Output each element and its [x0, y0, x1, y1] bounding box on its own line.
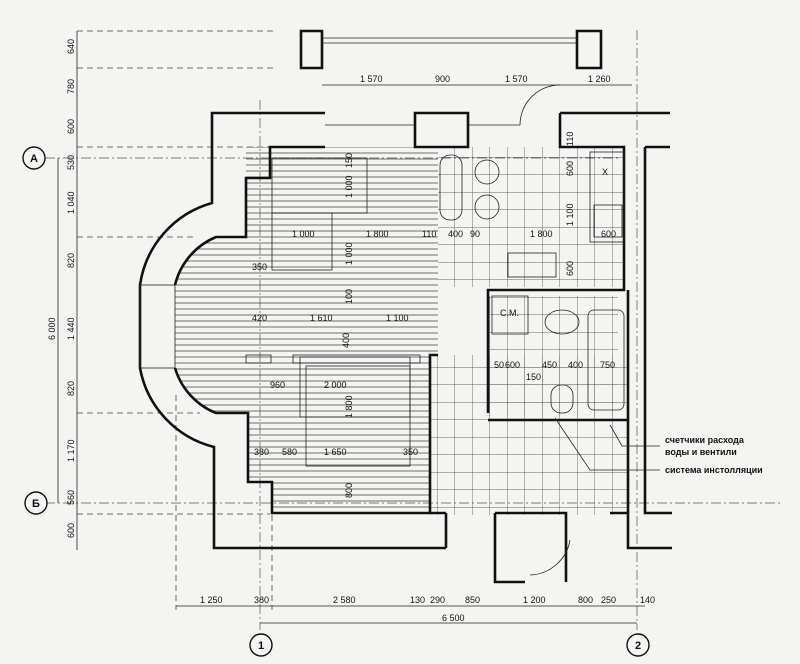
hood-mark: X	[602, 167, 608, 177]
dim-label: 420	[252, 313, 267, 323]
axis-marker-b: Б	[24, 491, 48, 515]
dim-label: 1 800	[530, 229, 553, 239]
dim-label: 290	[430, 595, 445, 605]
dim-label: 1 100	[386, 313, 409, 323]
dim-label: 1 650	[324, 447, 347, 457]
axis-label: Б	[32, 498, 40, 510]
dim-label: 530	[66, 155, 76, 170]
dim-label: 450	[542, 360, 557, 370]
dimensions-left: 640 780 600 530 1 040 820 1 440 820 1 17…	[47, 39, 76, 538]
dim-label: 1 040	[66, 191, 76, 214]
dim-label: 600	[66, 523, 76, 538]
dim-label: 750	[600, 360, 615, 370]
dim-label: 140	[640, 595, 655, 605]
dim-label: 400	[448, 229, 463, 239]
furniture	[245, 151, 660, 471]
dim-label: 780	[66, 79, 76, 94]
axis-marker-1: 1	[249, 633, 273, 657]
dim-label: 640	[66, 39, 76, 54]
dim-label: 1 800	[366, 229, 389, 239]
dim-label: 110	[565, 132, 575, 146]
dim-label: 150	[344, 153, 354, 168]
dim-label: 1 610	[310, 313, 333, 323]
dim-label: 820	[66, 253, 76, 268]
dim-label: 960	[270, 380, 285, 390]
axis-marker-2: 2	[626, 633, 650, 657]
washing-machine-label: С.М.	[500, 308, 519, 318]
dim-label: 2 580	[333, 595, 356, 605]
meters-note: счетчики расхода	[665, 435, 745, 445]
dim-label: 1 170	[66, 439, 76, 462]
dim-label: 150	[526, 372, 541, 382]
dim-label: 600	[565, 261, 575, 276]
dim-label: 1 260	[588, 74, 611, 84]
dim-label: 100	[344, 289, 354, 304]
dim-label: 820	[66, 381, 76, 396]
grid-lines	[45, 30, 780, 630]
dim-label: 580	[282, 447, 297, 457]
dim-label: 400	[568, 360, 583, 370]
axis-marker-a: А	[22, 146, 46, 170]
dim-label: 130	[410, 595, 425, 605]
walls	[138, 29, 672, 584]
dim-label: 800	[578, 595, 593, 605]
dimensions-bedroom: 960 2 000 1 800 380 580 1 650 350 800	[254, 380, 418, 498]
dim-label: 1 100	[565, 203, 575, 226]
dim-label: 1 570	[360, 74, 383, 84]
dim-label: 600	[66, 119, 76, 134]
dim-label: 800	[344, 483, 354, 498]
dim-label: 1 000	[344, 242, 354, 265]
dim-label: 1 800	[344, 395, 354, 418]
dim-label: 50	[494, 360, 504, 370]
dim-label: 600	[505, 360, 520, 370]
installation-note: система инстолляции	[665, 465, 763, 475]
dim-label: 1 250	[200, 595, 223, 605]
meters-note: воды и вентили	[665, 447, 737, 457]
dim-label: 600	[601, 229, 616, 239]
dim-label: 1 440	[66, 317, 76, 340]
dim-label: 850	[465, 595, 480, 605]
dim-label: 350	[252, 262, 267, 272]
axis-label: 2	[635, 640, 641, 652]
axis-label: 1	[258, 640, 264, 652]
dim-label: 560	[66, 490, 76, 505]
dim-label: 1 570	[505, 74, 528, 84]
dim-total-label: 6 500	[442, 613, 465, 623]
dim-label: 380	[254, 447, 269, 457]
dim-label: 110	[422, 229, 436, 239]
dimensions-top: 1 570 900 1 570 1 260	[360, 74, 611, 84]
dim-label: 1 000	[344, 175, 354, 198]
dimensions-bathroom: С.М. 50 600 150 450 400 750	[494, 308, 615, 382]
dim-label: 900	[435, 74, 450, 84]
dim-label: 90	[470, 229, 480, 239]
dimensions-bottom: 1 250 380 2 580 130 290 850 1 200 800 25…	[200, 595, 655, 623]
dim-label: 1 000	[292, 229, 315, 239]
dimensions-living: 150 1 000 1 000 1 800 110 400 90 1 800 1…	[252, 132, 616, 348]
dim-label: 1 200	[523, 595, 546, 605]
dim-label: 350	[403, 447, 418, 457]
dim-label: 250	[601, 595, 616, 605]
tile-floor	[430, 147, 628, 515]
annotations: счетчики расхода воды и вентили система …	[665, 435, 763, 475]
axis-label: А	[30, 153, 38, 165]
dim-label: 600	[565, 161, 575, 176]
dim-label: 380	[254, 595, 269, 605]
parquet-floor	[175, 147, 438, 513]
dim-label: 2 000	[324, 380, 347, 390]
dim-label: 400	[341, 333, 351, 348]
dim-total-label: 6 000	[47, 317, 57, 340]
